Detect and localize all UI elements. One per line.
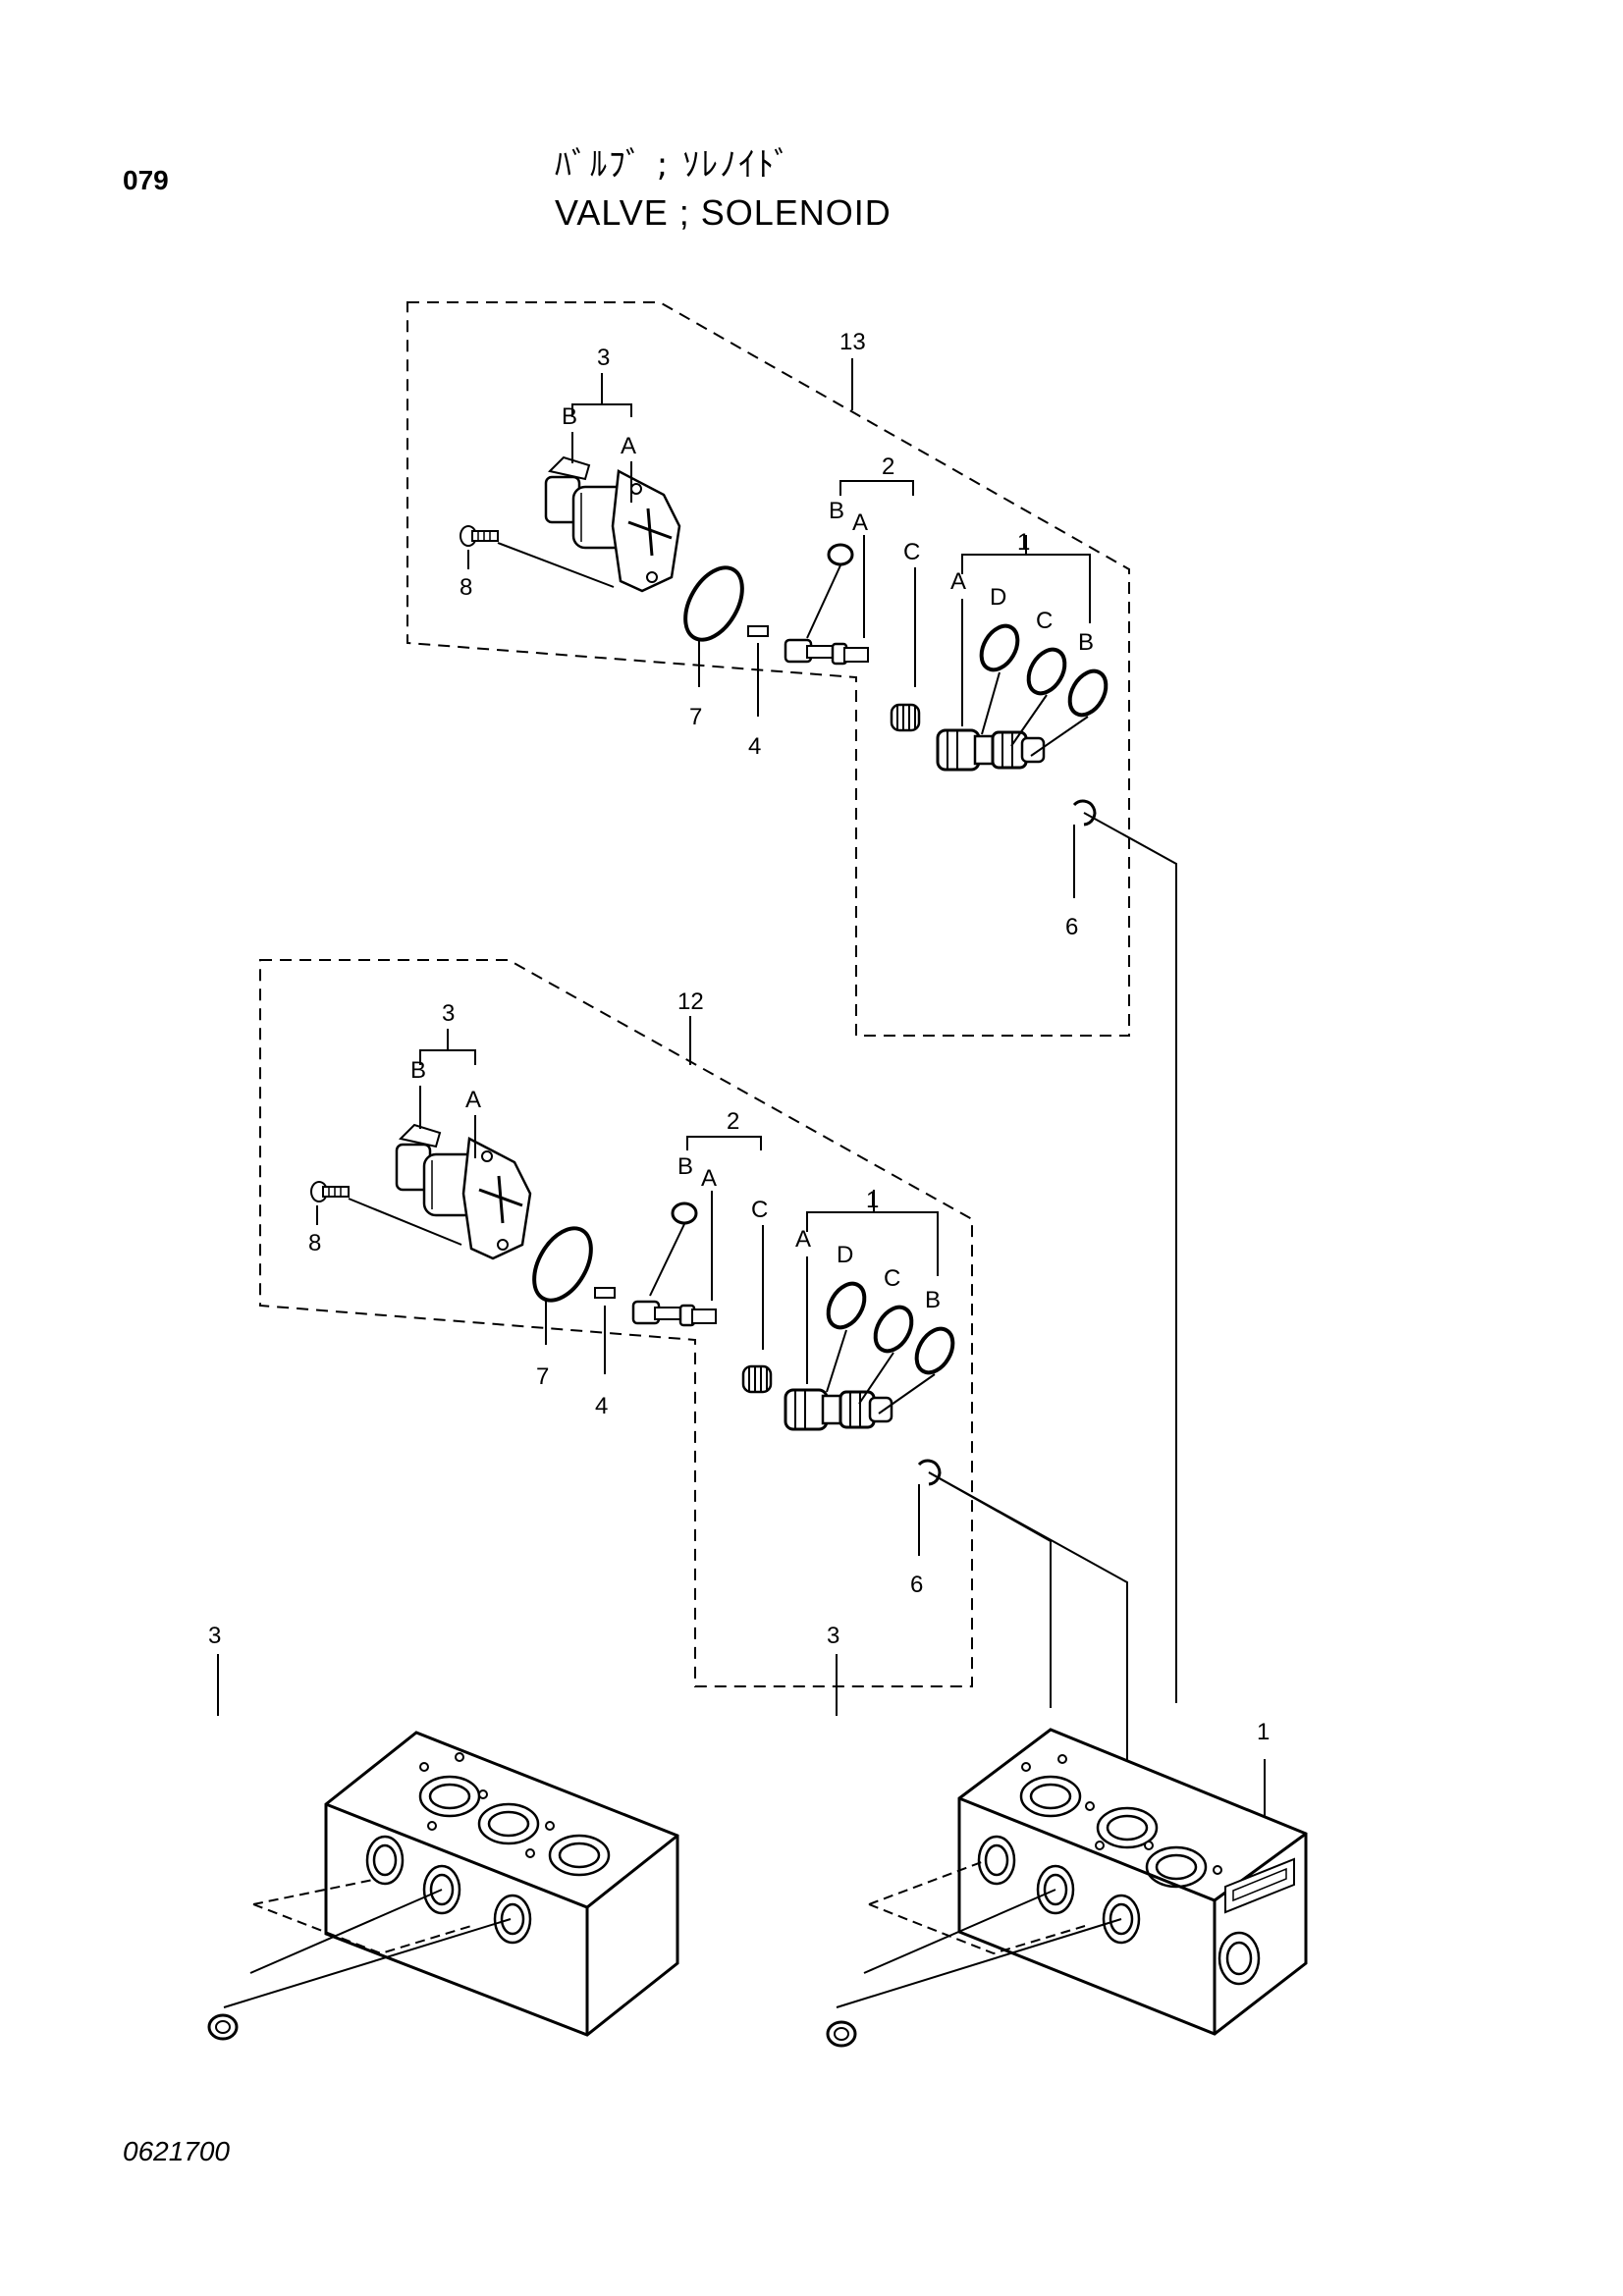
sub-b-solenoid-lower: B <box>410 1057 426 1084</box>
sub-a-solenoid-upper: A <box>621 433 636 459</box>
callout-3-lower: 3 <box>442 1000 455 1027</box>
title-japanese: ﾊﾞﾙﾌﾞ ; ｿﾚﾉｲﾄﾞ <box>555 145 793 185</box>
plug-right: 3 <box>826 1623 857 2048</box>
callout-1-lower: 1 <box>866 1187 879 1213</box>
callout-3-plug-left: 3 <box>208 1623 221 1649</box>
assembly-upper: 13 3 B A 8 7 4 2 B A C <box>406 301 1177 1703</box>
callout-8-upper: 8 <box>460 574 472 601</box>
sub-a-spool-lower: A <box>701 1165 717 1192</box>
sub-d-cart-upper: D <box>990 584 1006 611</box>
callout-8-lower: 8 <box>308 1230 321 1256</box>
callout-6-upper: 6 <box>1065 914 1078 940</box>
sub-a-spool-upper: A <box>852 509 868 536</box>
sub-c-cart-lower: C <box>884 1265 900 1292</box>
callout-7-upper: 7 <box>689 704 702 730</box>
callout-6-lower: 6 <box>910 1572 923 1598</box>
drawing-code: 0621700 <box>123 2136 231 2166</box>
sub-a-cart-lower: A <box>795 1226 811 1253</box>
callout-3-plug-right: 3 <box>827 1623 839 1649</box>
callout-1-block: 1 <box>1257 1719 1270 1745</box>
sub-c-spool-lower: C <box>751 1197 768 1223</box>
sub-b-spool-lower: B <box>677 1153 693 1180</box>
sub-b-solenoid-upper: B <box>562 403 577 430</box>
assembly-upper-boundary <box>406 301 1130 1037</box>
callout-3-upper: 3 <box>597 345 610 371</box>
sub-c-cart-upper: C <box>1036 608 1053 634</box>
sub-c-spool-upper: C <box>903 539 920 565</box>
sub-a-cart-upper: A <box>950 568 966 595</box>
valve-block-right: 1 <box>836 1719 1308 2036</box>
sub-d-cart-lower: D <box>837 1242 853 1268</box>
callout-12: 12 <box>677 988 704 1015</box>
callout-2-lower: 2 <box>727 1108 739 1135</box>
callout-1-upper: 1 <box>1017 529 1030 556</box>
title-english: VALVE ; SOLENOID <box>555 192 892 233</box>
callout-2-upper: 2 <box>882 454 894 480</box>
sub-b-spool-upper: B <box>829 498 844 524</box>
callout-4-lower: 4 <box>595 1393 608 1419</box>
page-number: 079 <box>123 165 169 195</box>
sub-b-cart-lower: B <box>925 1287 941 1313</box>
assembly-lower: 12 3 B A 8 7 4 2 B A C 1 A D <box>259 959 1128 1782</box>
assembly-lower-boundary <box>259 959 973 1687</box>
sub-b-cart-upper: B <box>1078 629 1094 656</box>
sub-a-solenoid-lower: A <box>465 1087 481 1113</box>
plug-left: 3 <box>207 1623 239 2041</box>
callout-13: 13 <box>839 329 866 355</box>
valve-block-left <box>223 1731 679 2037</box>
callout-4-upper: 4 <box>748 733 761 760</box>
callout-7-lower: 7 <box>536 1363 549 1390</box>
